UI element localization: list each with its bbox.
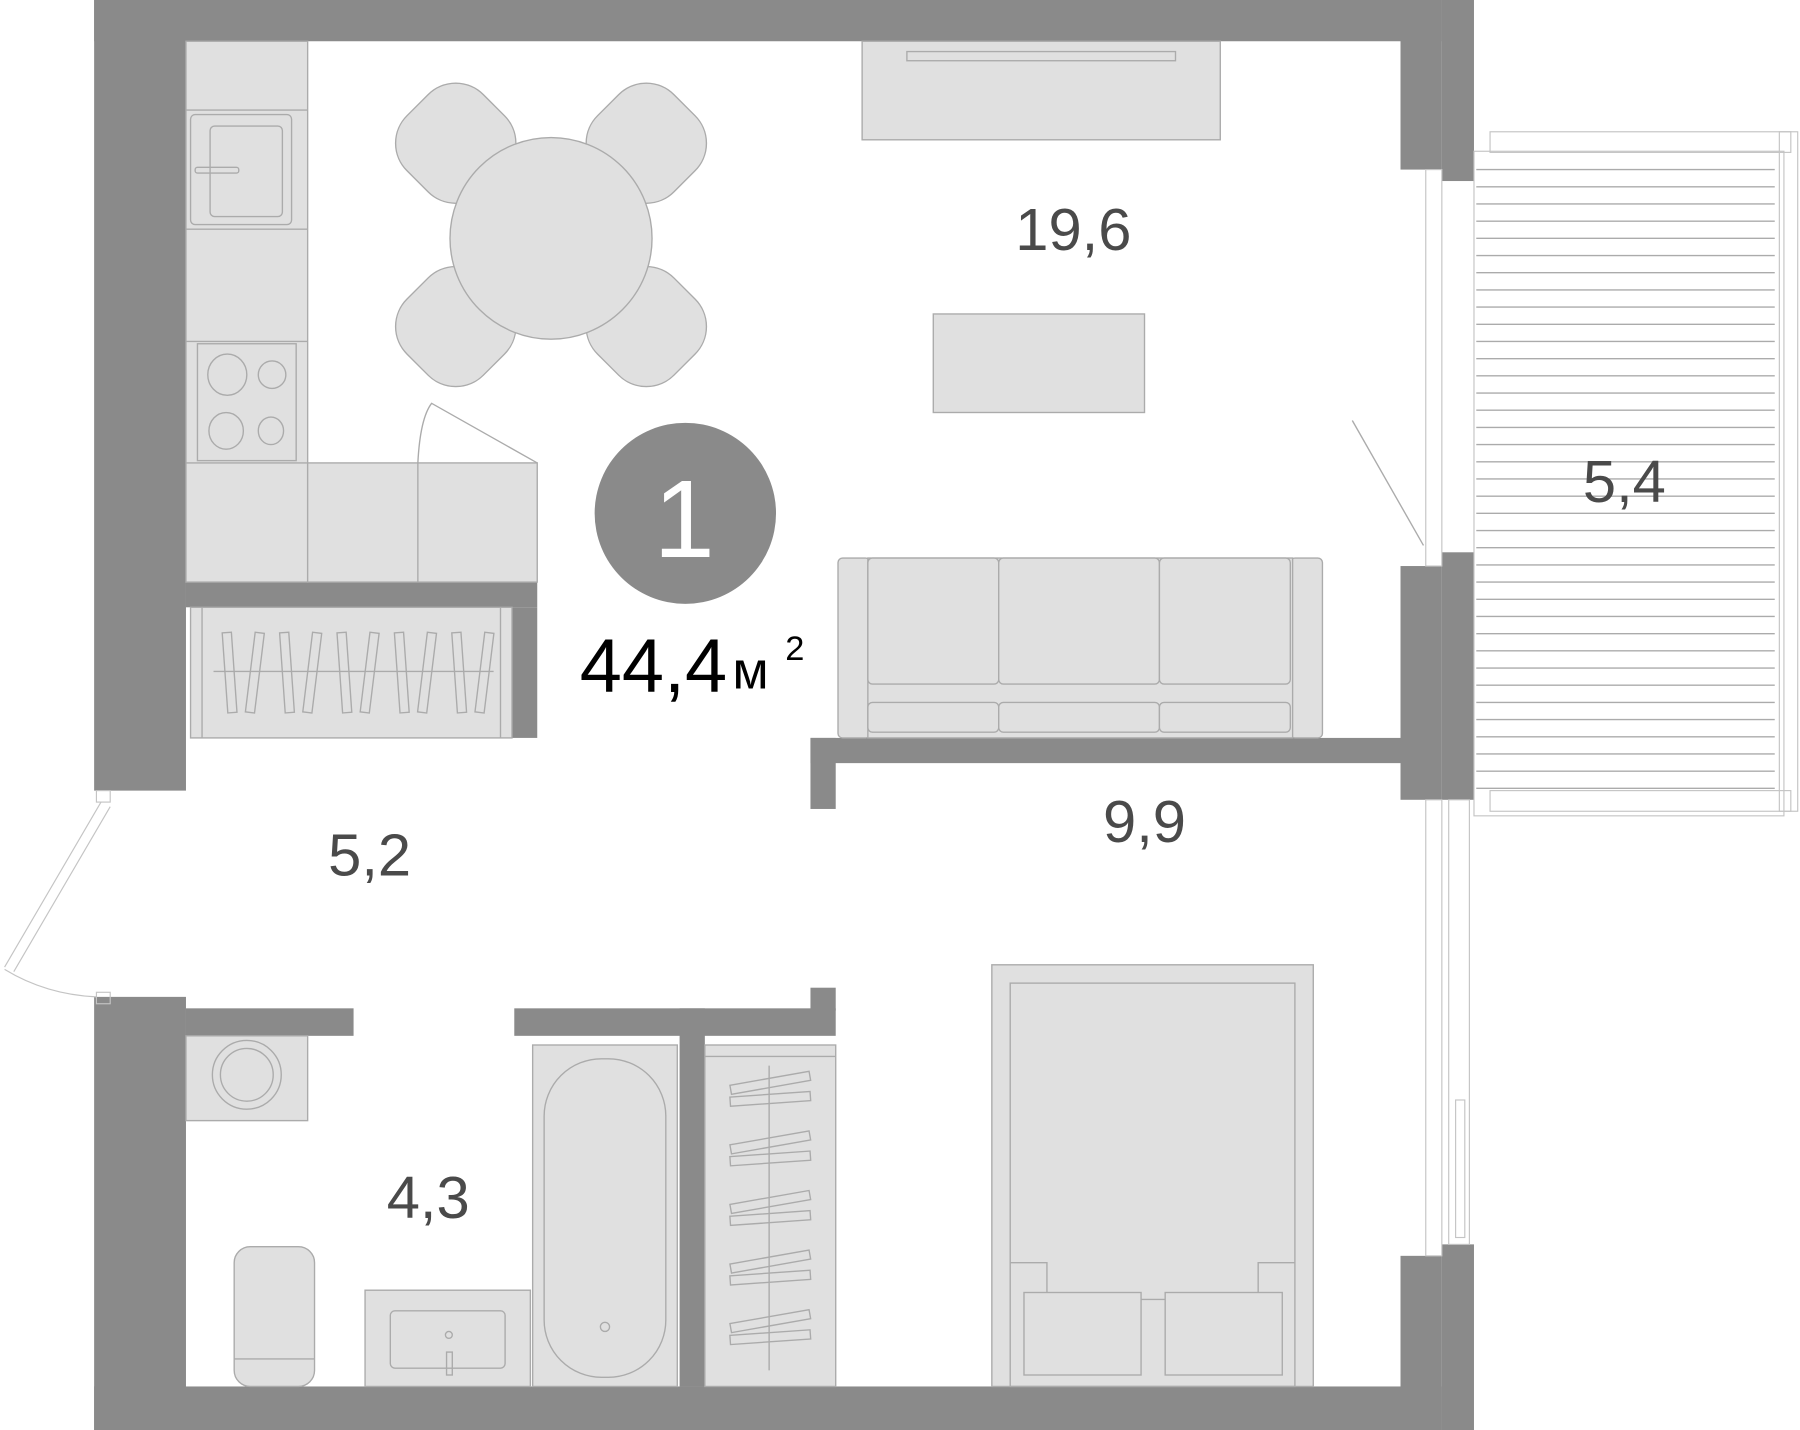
total-area: 44,4 м 2 bbox=[580, 624, 805, 709]
room-area-living: 19,6 bbox=[1015, 196, 1131, 263]
bedroom-wardrobe bbox=[704, 1044, 837, 1388]
room-area-bathroom: 4,3 bbox=[387, 1164, 470, 1231]
bed bbox=[991, 964, 1314, 1388]
washing-machine bbox=[185, 1035, 309, 1122]
room-area-hallway: 5,2 bbox=[328, 821, 411, 888]
apartment-badge: 1 bbox=[594, 422, 777, 604]
entrance-door bbox=[4, 790, 111, 1005]
total-area-exponent: 2 bbox=[785, 630, 804, 668]
room-area-balcony: 5,4 bbox=[1583, 448, 1666, 515]
apartment-number: 1 bbox=[654, 458, 715, 581]
room-area-bedroom: 9,9 bbox=[1103, 788, 1186, 855]
hall-wardrobe bbox=[189, 606, 513, 739]
walls bbox=[94, 0, 1474, 1430]
dining-set bbox=[394, 82, 708, 388]
toilet bbox=[233, 1245, 316, 1388]
sink bbox=[364, 1289, 532, 1388]
total-area-unit: м bbox=[732, 642, 768, 701]
balcony-deck bbox=[1473, 131, 1799, 817]
windows bbox=[1351, 169, 1470, 1257]
bathtub bbox=[531, 1044, 678, 1388]
sofa bbox=[837, 557, 1324, 739]
tv-unit bbox=[861, 40, 1221, 141]
kitchen-counter bbox=[185, 40, 538, 583]
coffee-table bbox=[932, 313, 1146, 414]
total-area-value: 44,4 bbox=[580, 624, 727, 709]
